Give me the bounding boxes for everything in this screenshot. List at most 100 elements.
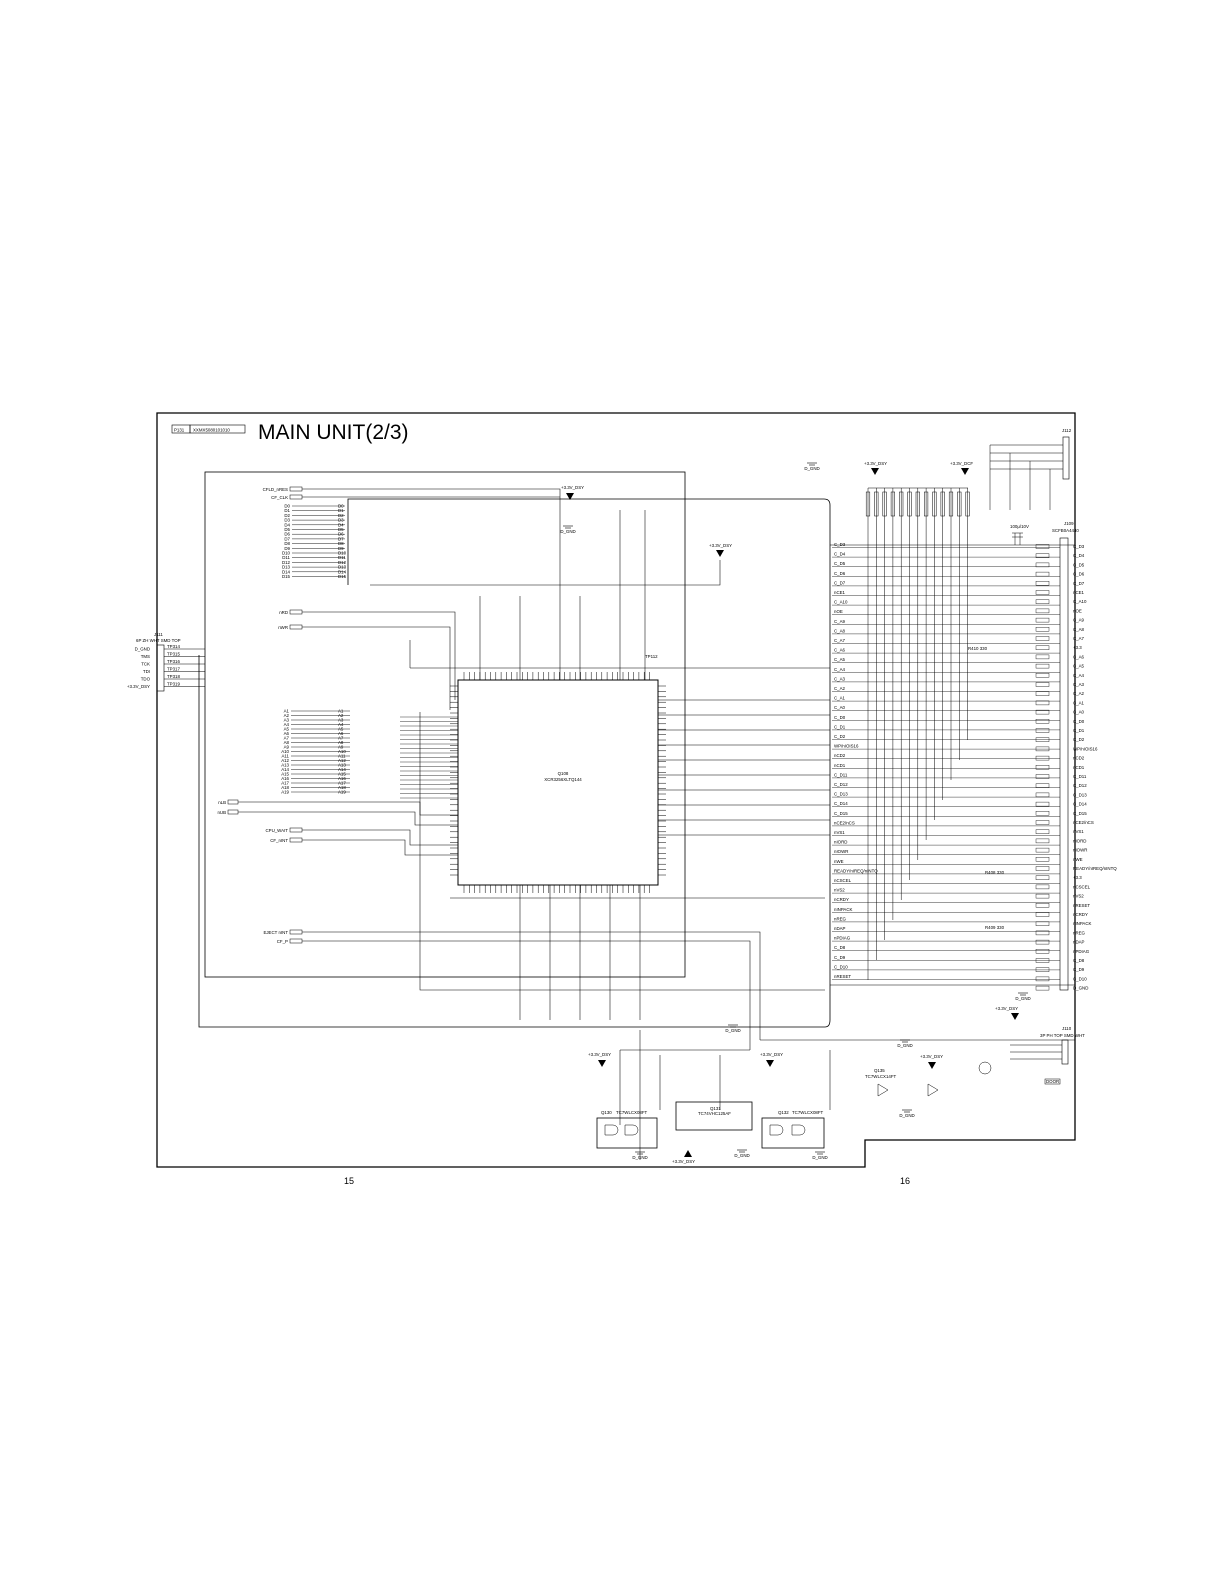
data-bus-label: D13 bbox=[282, 565, 291, 570]
power-rail-dsy-right: +3.3V_DSY bbox=[864, 461, 887, 475]
svg-text:6P ZH WHT SMD TOP: 6P ZH WHT SMD TOP bbox=[136, 638, 181, 643]
cf-signal-label: nWE bbox=[834, 859, 844, 864]
cf-signal-label: C_A8 bbox=[834, 628, 846, 633]
cf-conn-pin-label: nINPACK bbox=[1073, 921, 1092, 926]
gnd-label: D_GND bbox=[812, 1155, 827, 1160]
addr-bus-label: A19 bbox=[281, 790, 289, 795]
pcb-part-box bbox=[189, 424, 246, 434]
data-bus-label: D3 bbox=[284, 518, 290, 523]
r408-label: R408 330 bbox=[985, 870, 1005, 875]
addr-bus-label: A18 bbox=[281, 785, 289, 790]
cf-signal-label: nCE1 bbox=[834, 590, 846, 595]
addr-bus-label-right: A7 bbox=[338, 736, 344, 741]
cf-conn-pin-label: C_D13 bbox=[1073, 792, 1087, 797]
addr-bus-label-right: A16 bbox=[338, 776, 346, 781]
cf-conn-pin-label: nIORD bbox=[1073, 838, 1086, 843]
cf-conn-pin-label: C_A6 bbox=[1073, 654, 1085, 659]
addr-bus-label-right: A8 bbox=[338, 740, 344, 745]
addr-bus-label-right: A3 bbox=[338, 718, 344, 723]
jtag-pin-label: D_GND bbox=[135, 647, 150, 652]
svg-text:CFLD_nRES: CFLD_nRES bbox=[263, 487, 288, 492]
ic-q132: Q132 TC7WLCX08FT bbox=[761, 1110, 825, 1149]
cf-connector-j109: J109 SCFB0A4440 C_D3C_D4C_D5C_D6C_D7nCE1… bbox=[1035, 521, 1117, 991]
cf-conn-pin-label: nVS1 bbox=[1073, 829, 1084, 834]
svg-text:Q132: Q132 bbox=[778, 1110, 789, 1115]
cf-conn-pin-label: C_D3 bbox=[1073, 544, 1085, 549]
addr-bus-label: A7 bbox=[284, 736, 290, 741]
cf-conn-pin-label: C_D0 bbox=[1073, 719, 1085, 724]
data-bus-label-right: D15 bbox=[338, 574, 347, 579]
cf-signal-label: C_D4 bbox=[834, 552, 846, 557]
data-bus-label-right: D14 bbox=[338, 569, 347, 574]
cfld-nres-port: CFLD_nRES bbox=[263, 486, 303, 492]
svg-text:TC7WLCX08FT: TC7WLCX08FT bbox=[792, 1110, 824, 1115]
cf-conn-pin-label: C_D11 bbox=[1073, 774, 1087, 779]
addr-bus-label: A8 bbox=[284, 740, 290, 745]
cf-conn-pin-label: C_D1 bbox=[1073, 728, 1085, 733]
cf-signal-label: C_D12 bbox=[834, 782, 848, 787]
svg-text:+3.3V_DSY: +3.3V_DSY bbox=[760, 1052, 783, 1057]
fpga-ref: Q108 bbox=[558, 771, 569, 776]
power-rail-eject: +3.3V_DSY bbox=[995, 1006, 1019, 1020]
cf-signal-label: nCD2 bbox=[834, 753, 846, 758]
page-number-left: 15 bbox=[344, 1176, 355, 1186]
cf-signal-label: nIOWR bbox=[834, 849, 848, 854]
addr-bus-label: A14 bbox=[281, 767, 289, 772]
data-bus-label: D11 bbox=[282, 555, 290, 560]
svg-text:EJECT nINT: EJECT nINT bbox=[263, 930, 288, 935]
cf-signal-label: READY/nIREQ/nINTQ bbox=[834, 868, 878, 873]
ic-q130: Q130 TC7WLCX08FT bbox=[596, 1110, 658, 1149]
cf-signal-label: C_A4 bbox=[834, 667, 846, 672]
cf-signal-label: C_D10 bbox=[834, 964, 848, 969]
cf-signal-label: C_D1 bbox=[834, 724, 846, 729]
gnd-label: D_GND bbox=[560, 529, 575, 534]
cf-signal-label: nOE bbox=[834, 609, 843, 614]
addr-bus-label: A1 bbox=[284, 709, 290, 714]
addr-bus-label: A5 bbox=[284, 727, 290, 732]
addr-bus-label-right: A18 bbox=[338, 785, 346, 790]
eject-nint-port: EJECT nINT bbox=[263, 929, 303, 935]
svg-text:Q135: Q135 bbox=[874, 1068, 885, 1073]
ic-q131: Q131 TC74VHC125AF bbox=[675, 1101, 753, 1131]
data-bus-label-right: D2 bbox=[338, 513, 344, 518]
cf-conn-pin-label: nWE bbox=[1073, 857, 1083, 862]
svg-text:Q130: Q130 bbox=[601, 1110, 612, 1115]
svg-text:+3.3V_DSY: +3.3V_DSY bbox=[709, 543, 732, 548]
svg-text:3P PH TOP SMD WHT: 3P PH TOP SMD WHT bbox=[1040, 1033, 1085, 1038]
cf-nint-port: CF_nINT bbox=[270, 837, 303, 843]
nlb-port: nLB bbox=[218, 799, 239, 805]
cf-conn-pin-label: nCE1 bbox=[1073, 590, 1085, 595]
cf-side-signals: C_D3C_D4C_D5C_D6C_D7nCE1C_A10nOEC_A9C_A8… bbox=[832, 542, 1060, 980]
addr-bus-label: A2 bbox=[284, 713, 290, 718]
svg-text:+3.3V_DSY: +3.3V_DSY bbox=[920, 1054, 943, 1059]
cf-signal-label: C_D9 bbox=[834, 955, 846, 960]
data-bus-label: D9 bbox=[284, 546, 290, 551]
svg-text:J111: J111 bbox=[154, 632, 163, 637]
svg-text:nLB: nLB bbox=[218, 800, 226, 805]
cf-conn-pin-label: C_D7 bbox=[1073, 581, 1085, 586]
data-bus-label-right: D10 bbox=[338, 551, 347, 556]
data-bus-label: D0 bbox=[284, 504, 290, 509]
svg-text:TC74VHC125AF: TC74VHC125AF bbox=[698, 1111, 731, 1116]
cf-signal-label: C_D13 bbox=[834, 792, 848, 797]
svg-text:CF_P: CF_P bbox=[277, 939, 288, 944]
addr-bus-label-right: A6 bbox=[338, 731, 344, 736]
addr-bus-label-right: A19 bbox=[338, 790, 346, 795]
cf-conn-pin-label: C_A8 bbox=[1073, 627, 1085, 632]
tp112-label: TP112 bbox=[645, 654, 658, 659]
gnd-label: D_GND bbox=[734, 1153, 749, 1158]
cf-conn-pin-label: C_A2 bbox=[1073, 691, 1085, 696]
data-bus-label: D2 bbox=[284, 513, 290, 518]
cf-conn-pin-label: nPDIAG bbox=[1073, 949, 1090, 954]
addr-bus-label-right: A13 bbox=[338, 763, 346, 768]
addr-bus-label: A10 bbox=[281, 749, 289, 754]
addr-bus-label-right: A4 bbox=[338, 722, 344, 727]
cf-conn-pin-label: +3.3 bbox=[1073, 645, 1082, 650]
cf-signal-label: nCRDY bbox=[834, 897, 849, 902]
cf-signal-label: C_A10 bbox=[834, 600, 848, 605]
addr-bus-label: A11 bbox=[282, 754, 290, 759]
data-bus-label-right: D13 bbox=[338, 565, 347, 570]
data-bus-label: D4 bbox=[284, 522, 290, 527]
data-bus-label: D5 bbox=[284, 527, 290, 532]
cf-signal-label: C_A9 bbox=[834, 619, 846, 624]
